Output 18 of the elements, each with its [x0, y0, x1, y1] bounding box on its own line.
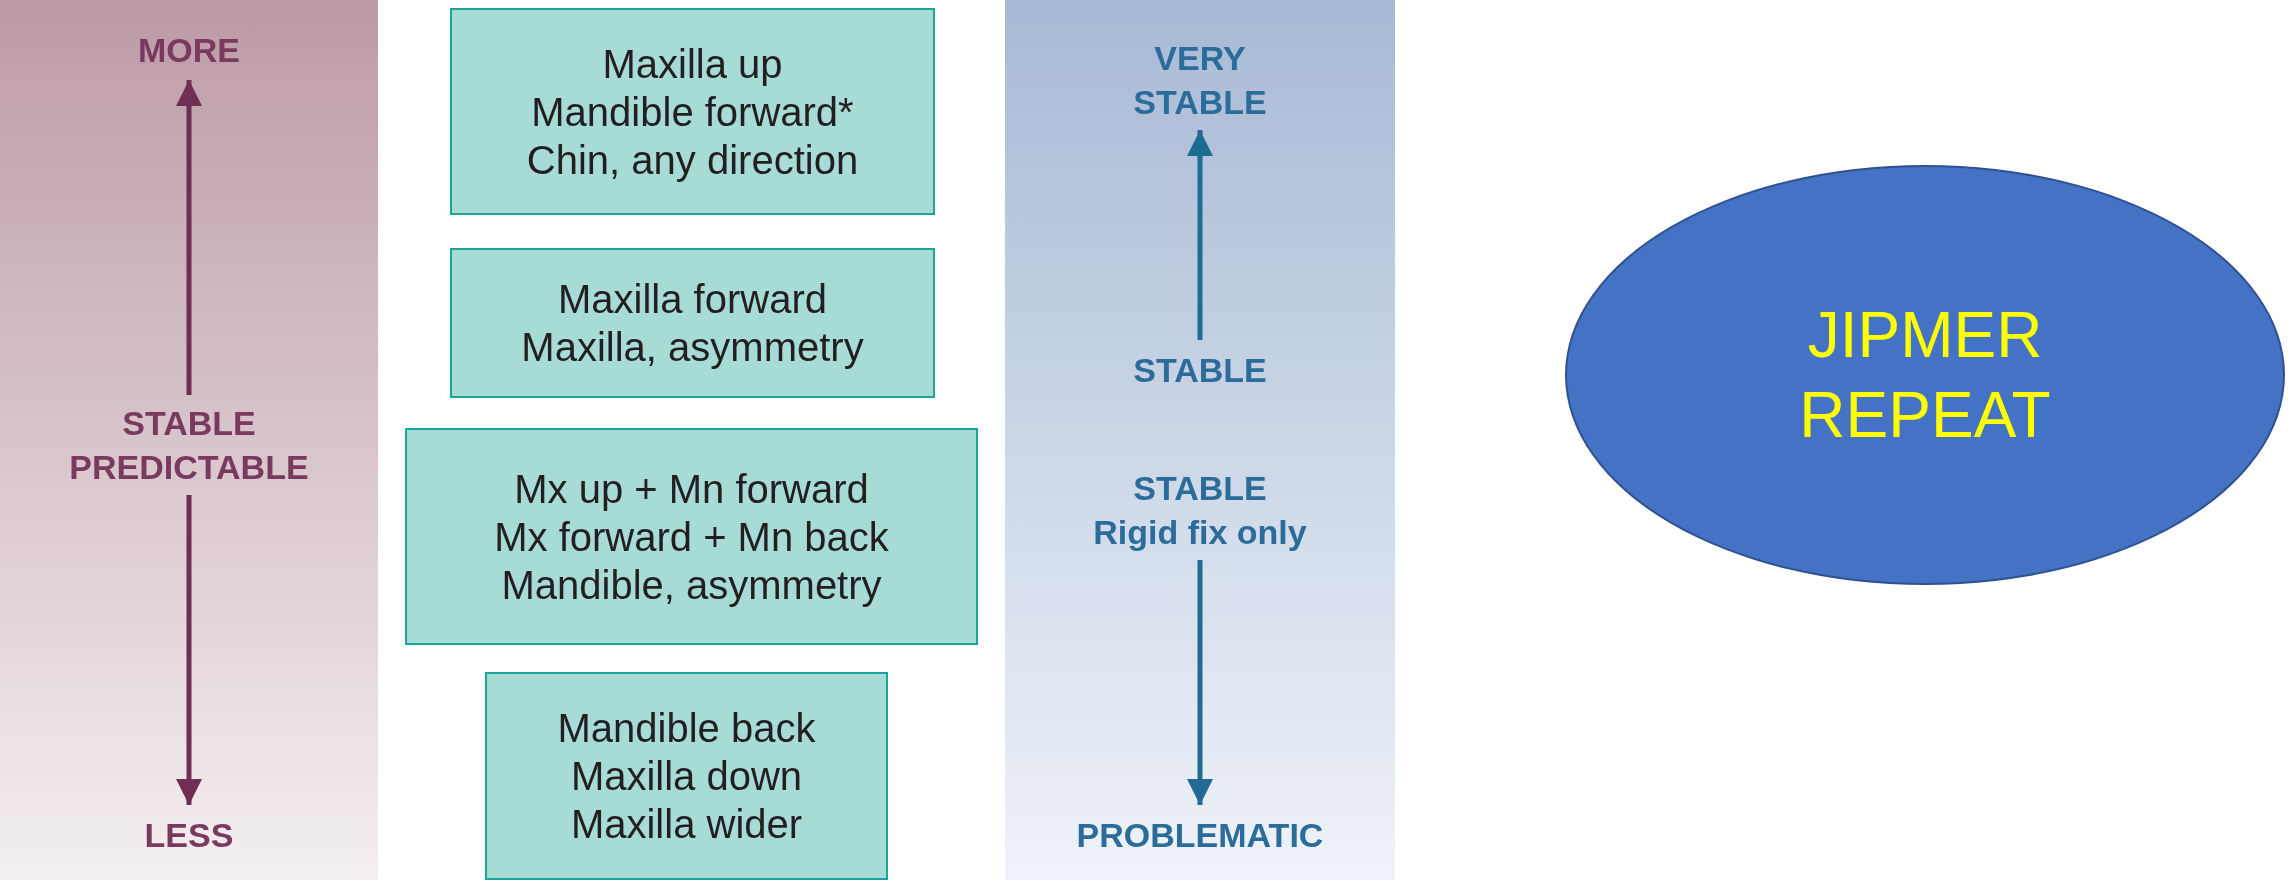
oval-label: JIPMER REPEAT [1565, 165, 2285, 585]
scale-label: STABLE PREDICTABLE [10, 395, 368, 495]
scale-band [1005, 0, 1395, 880]
scale-label: PROBLEMATIC [1025, 805, 1375, 865]
scale-label: STABLE [1045, 340, 1355, 400]
arrow [1187, 560, 1213, 805]
movement-box: Mx up + Mn forward Mx forward + Mn back Mandible, asymmetry [405, 428, 978, 645]
scale-band [0, 0, 378, 880]
movement-box: Maxilla forward Maxilla, asymmetry [450, 248, 935, 398]
movement-box: Maxilla up Mandible forward* Chin, any direction [450, 8, 935, 215]
scale-label: MORE [40, 20, 338, 80]
movement-box: Mandible back Maxilla down Maxilla wider [485, 672, 888, 880]
arrow [176, 495, 202, 805]
arrow [1187, 130, 1213, 340]
scale-label: VERY STABLE [1100, 30, 1300, 130]
scale-label: STABLE Rigid fix only [1025, 460, 1375, 560]
arrow [176, 80, 202, 395]
scale-label: LESS [40, 805, 338, 865]
